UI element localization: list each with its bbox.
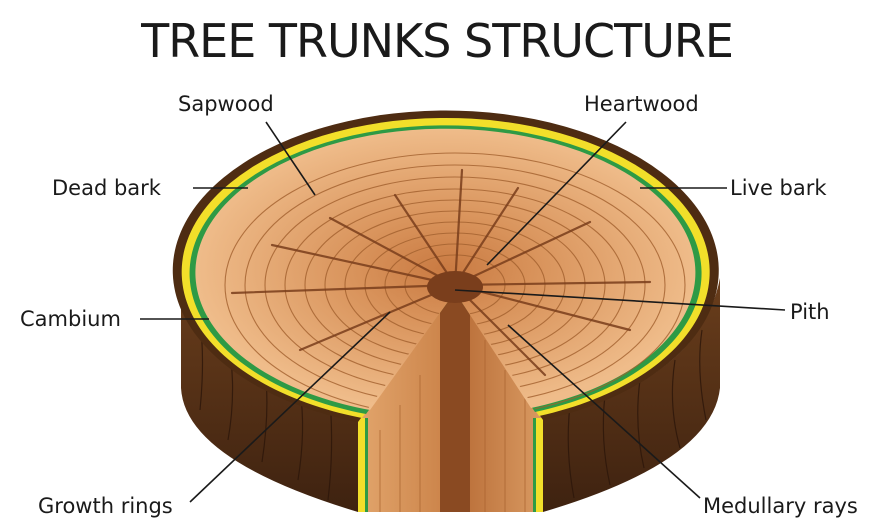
label-live-bark: Live bark <box>730 176 827 200</box>
label-pith: Pith <box>790 300 830 324</box>
label-cambium: Cambium <box>20 307 121 331</box>
label-sapwood: Sapwood <box>178 92 274 116</box>
pith-graphic <box>427 271 483 303</box>
label-growth-rings: Growth rings <box>38 494 173 518</box>
label-heartwood: Heartwood <box>584 92 699 116</box>
label-medullary-rays: Medullary rays <box>703 494 858 518</box>
label-dead-bark: Dead bark <box>52 176 161 200</box>
